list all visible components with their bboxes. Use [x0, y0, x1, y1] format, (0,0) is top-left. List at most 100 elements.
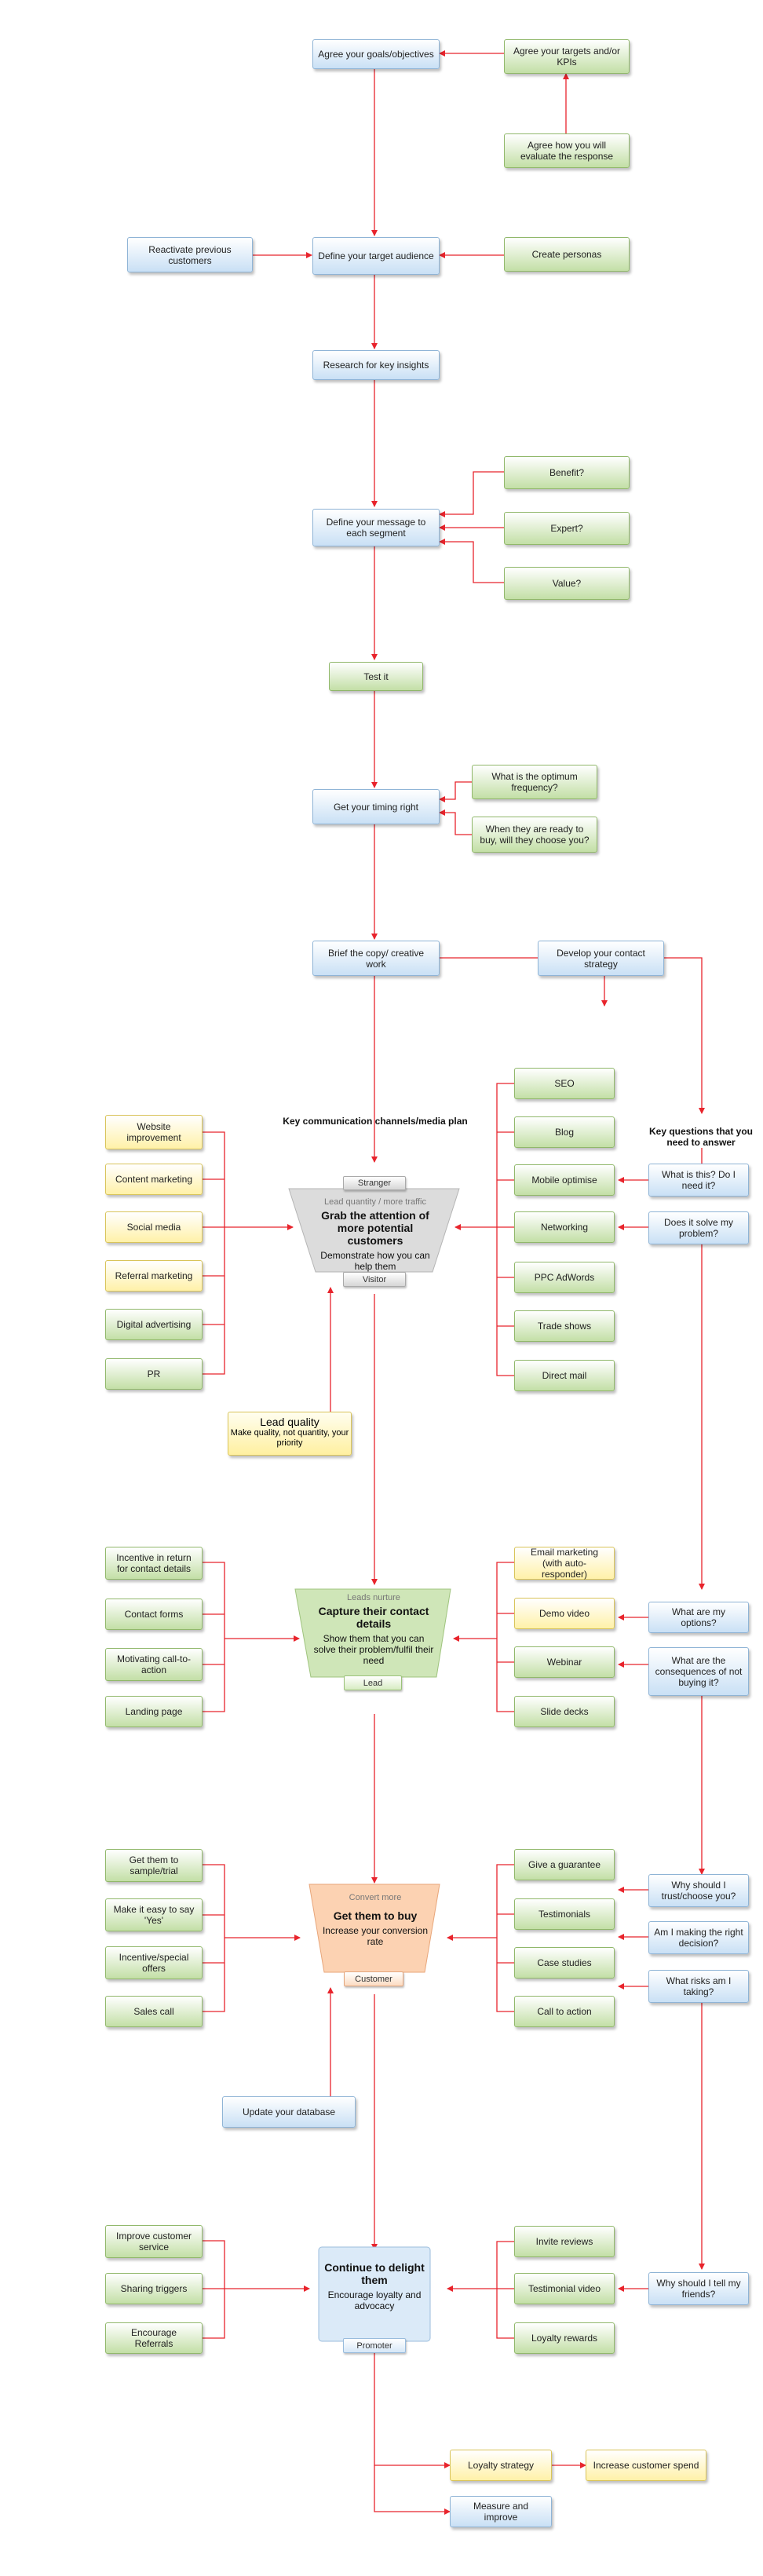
node-ready: When they are ready to buy, will they ch… — [472, 817, 597, 853]
node-research: Research for key insights — [312, 350, 440, 380]
funnel-stage-2-subtitle: Leads nurture — [347, 1593, 400, 1602]
node-encourage-referrals: Encourage Referrals — [105, 2322, 203, 2354]
connector-contact-strategy-questions — [664, 957, 705, 1114]
connector-value-message — [439, 539, 504, 583]
node-cta: Call to action — [514, 1996, 615, 2027]
lead-quality-title: Lead quality — [260, 1416, 319, 1428]
node-trade: Trade shows — [514, 1310, 615, 1342]
node-blog: Blog — [514, 1116, 615, 1148]
funnel-stage-3-shape — [308, 1884, 440, 1973]
node-targets: Agree your targets and/or KPIs — [504, 39, 630, 74]
node-timing: Get your timing right — [312, 789, 440, 824]
node-directmail: Direct mail — [514, 1360, 615, 1391]
funnel-stage-1-title: Grab the attention of more potential cus… — [321, 1209, 429, 1247]
funnel-stage-3-title: Get them to buy — [333, 1909, 418, 1922]
node-loyalty-rewards: Loyalty rewards — [514, 2322, 615, 2354]
node-consequences: What are the consequences of not buying … — [648, 1647, 749, 1696]
node-lead-quality: Lead quality Make quality, not quantity,… — [228, 1412, 352, 1456]
node-update-database: Update your database — [222, 2096, 356, 2128]
node-social: Social media — [105, 1211, 203, 1243]
connector-benefit-message — [439, 471, 504, 517]
node-tell-friends: Why should I tell my friends? — [648, 2272, 749, 2305]
node-audience: Define your target audience — [312, 237, 440, 275]
connector-frequency-timing — [439, 781, 472, 802]
node-options: What are my options? — [648, 1602, 749, 1633]
funnel-stage-2-shape — [294, 1588, 451, 1678]
node-testimonials: Testimonials — [514, 1898, 615, 1930]
node-landing: Landing page — [105, 1696, 203, 1727]
node-personas: Create personas — [504, 237, 630, 272]
node-test: Test it — [329, 662, 423, 691]
node-loyalty-strategy: Loyalty strategy — [450, 2450, 552, 2481]
tag-customer: Customer — [344, 1971, 403, 1986]
node-webinar: Webinar — [514, 1646, 615, 1678]
node-message: Define your message to each segment — [312, 509, 440, 546]
funnel-stage-1-subtitle: Lead quantity / more traffic — [323, 1197, 427, 1207]
lead-quality-text: Make quality, not quantity, your priorit… — [230, 1428, 349, 1448]
node-increase-spend: Increase customer spend — [586, 2450, 706, 2481]
node-incentive-special: Incentive/special offers — [105, 1946, 203, 1979]
node-website: Website improvement — [105, 1115, 203, 1149]
funnel-stage-4-desc: Encourage loyalty and advocacy — [327, 2289, 422, 2311]
node-motivating: Motivating call-to-action — [105, 1648, 203, 1681]
label-key-questions: Key questions that you need to answer — [648, 1126, 754, 1148]
node-what-is: What is this? Do I need it? — [648, 1164, 749, 1197]
tag-visitor: Visitor — [343, 1272, 406, 1287]
funnel-stage-4-title: Continue to delight them — [324, 2261, 425, 2286]
node-email: Email marketing (with auto-responder) — [514, 1547, 615, 1580]
node-slides: Slide decks — [514, 1696, 615, 1727]
node-sample: Get them to sample/trial — [105, 1849, 203, 1882]
node-demo: Demo video — [514, 1598, 615, 1629]
node-networking: Networking — [514, 1211, 615, 1243]
node-measure: Measure and improve — [450, 2496, 552, 2527]
node-right-decision: Am I making the right decision? — [648, 1921, 749, 1954]
node-sharing: Sharing triggers — [105, 2273, 203, 2304]
node-ppc: PPC AdWords — [514, 1262, 615, 1293]
funnel-stage-2-desc: Show them that you can solve their probl… — [313, 1633, 434, 1666]
funnel-stage-4-text: Continue to delight them Encourage loyal… — [322, 2260, 427, 2311]
funnel-stage-2-text: Leads nurture Capture their contact deta… — [312, 1592, 435, 1666]
node-brief: Brief the copy/ creative work — [312, 941, 440, 976]
node-frequency: What is the optimum frequency? — [472, 765, 597, 799]
node-expert: Expert? — [504, 512, 630, 545]
node-reactivate: Reactivate previous customers — [127, 237, 253, 272]
funnel-stage-3-text: Convert more Get them to buy Increase yo… — [320, 1892, 430, 1947]
node-case-studies: Case studies — [514, 1947, 615, 1979]
tag-lead: Lead — [344, 1675, 402, 1690]
node-evaluate: Agree how you will evaluate the response — [504, 133, 630, 168]
connector-ready-timing — [439, 809, 472, 835]
connector-stage4-loyalty — [374, 2353, 451, 2468]
node-testimonial-video: Testimonial video — [514, 2273, 615, 2304]
node-guarantee: Give a guarantee — [514, 1849, 615, 1880]
node-reviews: Invite reviews — [514, 2226, 615, 2257]
node-seo: SEO — [514, 1068, 615, 1099]
node-risks: What risks am I taking? — [648, 1970, 749, 2003]
funnel-stage-2-title: Capture their contact details — [318, 1605, 429, 1630]
node-content: Content marketing — [105, 1164, 203, 1195]
node-pr: PR — [105, 1358, 203, 1390]
funnel-stage-1-text: Lead quantity / more traffic Grab the at… — [312, 1197, 438, 1272]
node-solve: Does it solve my problem? — [648, 1211, 749, 1244]
node-easy-yes: Make it easy to say 'Yes' — [105, 1898, 203, 1931]
node-digital: Digital advertising — [105, 1309, 203, 1340]
node-trust: Why should I trust/choose you? — [648, 1874, 749, 1907]
node-referral: Referral marketing — [105, 1260, 203, 1292]
node-contact-strategy: Develop your contact strategy — [538, 941, 664, 976]
node-sales-call: Sales call — [105, 1996, 203, 2027]
funnel-stage-3-desc: Increase your conversion rate — [322, 1925, 429, 1947]
connector-stage4-measure — [374, 2465, 451, 2515]
node-contact-forms: Contact forms — [105, 1599, 203, 1630]
tag-stranger: Stranger — [343, 1176, 406, 1190]
node-value: Value? — [504, 567, 630, 600]
node-incentive-return: Incentive in return for contact details — [105, 1547, 203, 1580]
node-improve-service: Improve customer service — [105, 2225, 203, 2258]
label-channels: Key communication channels/media plan — [283, 1116, 468, 1127]
tag-promoter: Promoter — [343, 2338, 406, 2353]
node-mobile: Mobile optimise — [514, 1164, 615, 1196]
funnel-stage-1-desc: Demonstrate how you can help them — [320, 1250, 430, 1272]
node-goals: Agree your goals/objectives — [312, 39, 440, 69]
node-benefit: Benefit? — [504, 456, 630, 489]
funnel-stage-3-subtitle: Convert more — [349, 1893, 402, 1902]
